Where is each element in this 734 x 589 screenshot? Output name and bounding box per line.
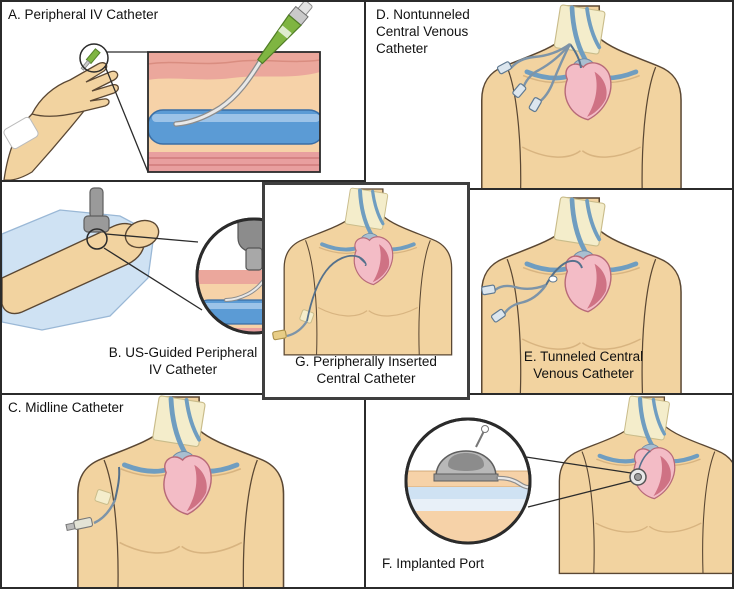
panel-d-label: D. Nontunneled Central Venous Catheter	[376, 6, 470, 57]
panel-f-illustration	[404, 395, 732, 587]
panel-a-label: A. Peripheral IV Catheter	[8, 6, 158, 23]
panel-g-label: G. Peripherally Inserted Central Cathete…	[265, 353, 467, 387]
tunneled-catheter-external	[494, 283, 547, 317]
panel-a-illustration	[3, 2, 321, 180]
panel-c-label: C. Midline Catheter	[8, 399, 124, 416]
lumen-clamps	[496, 61, 542, 113]
huber-needle	[475, 430, 485, 448]
panel-e-illustration	[366, 190, 732, 393]
panel-c: C. Midline Catheter	[2, 395, 366, 587]
gauze	[3, 116, 39, 150]
panel-f-label-line: F. Implanted Port	[382, 556, 485, 571]
panel-b-label: B. US-Guided Peripheral IV Catheter	[2, 344, 364, 378]
panel-e-label-line: E. Tunneled Central	[523, 349, 644, 364]
panel-g-label-line: G. Peripherally Inserted	[295, 354, 437, 369]
panel-f-label: F. Implanted Port	[382, 555, 484, 572]
panel-a: A. Peripheral IV Catheter	[2, 2, 366, 182]
port-inset	[406, 425, 530, 543]
panel-c-illustration	[65, 395, 364, 587]
panel-d: D. Nontunneled Central Venous Catheter	[366, 2, 732, 190]
picc-hub	[272, 329, 287, 341]
panel-a-label-line: A. Peripheral IV Catheter	[8, 7, 159, 22]
panel-d-illustration	[366, 2, 732, 188]
skin-cross-section	[148, 52, 320, 172]
panel-d-label-line: Catheter	[376, 41, 428, 56]
panel-g: G. Peripherally Inserted Central Cathete…	[262, 182, 470, 400]
panel-g-label-line: Central Catheter	[316, 371, 416, 386]
panel-g-illustration	[272, 185, 454, 357]
panel-b-label-line: B. US-Guided Peripheral	[108, 345, 258, 360]
panel-d-label-line: D. Nontunneled	[376, 7, 470, 22]
catheter-cuff	[548, 275, 558, 283]
panel-e-label: E. Tunneled Central Venous Catheter	[491, 348, 676, 382]
magnifier-circle	[86, 228, 108, 250]
lumen-clamps	[481, 284, 506, 323]
picc-internal	[306, 254, 367, 322]
picc-external	[286, 320, 308, 338]
panel-c-label-line: C. Midline Catheter	[8, 400, 124, 415]
ultrasound-probe	[83, 187, 110, 233]
midline-catheter-external	[93, 499, 117, 525]
panel-f: F. Implanted Port	[366, 395, 732, 587]
midline-catheter-internal	[114, 466, 121, 501]
panel-d-label-line: Central Venous	[376, 24, 469, 39]
panel-e-label-line: Venous Catheter	[533, 366, 634, 381]
cvc-lumens	[510, 43, 572, 104]
iv-catheter-hub	[257, 2, 313, 65]
magnifier-circle	[79, 43, 109, 73]
panel-b-label-line: IV Catheter	[148, 362, 218, 377]
